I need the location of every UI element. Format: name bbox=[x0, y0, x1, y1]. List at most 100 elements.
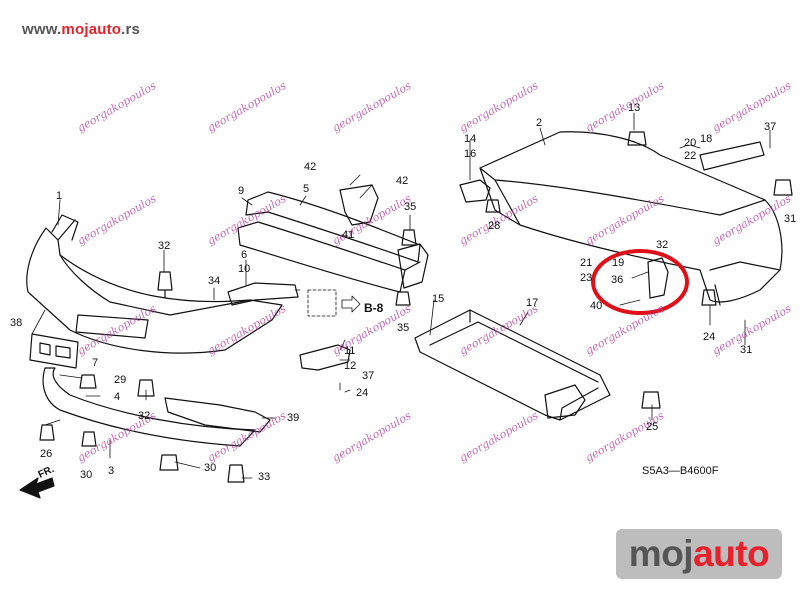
front-bumper-cover bbox=[26, 227, 283, 354]
watermark-23: georgakopoulos bbox=[583, 409, 667, 465]
site-url-suffix: .rs bbox=[121, 21, 141, 38]
logo-part-moj: moj bbox=[628, 533, 694, 574]
front-side-bracket-left bbox=[227, 282, 299, 306]
callout-34: 34 bbox=[208, 275, 220, 287]
callout-37: 37 bbox=[362, 370, 374, 382]
fastener-clip-33 bbox=[227, 464, 245, 483]
rear-retainer-strip bbox=[699, 141, 765, 171]
callout-32c: 32 bbox=[656, 239, 668, 251]
rear-side-bracket bbox=[459, 179, 491, 203]
watermark-20: georgakopoulos bbox=[205, 409, 289, 465]
front-bumper-upper-edge bbox=[57, 219, 251, 303]
lower-spoiler-bracket bbox=[164, 397, 271, 433]
callout-30b: 30 bbox=[204, 462, 216, 474]
callout-6: 6 bbox=[241, 249, 247, 261]
callout-36: 36 bbox=[611, 274, 623, 286]
callout-13: 13 bbox=[628, 102, 640, 114]
callout-38: 38 bbox=[10, 317, 22, 329]
fastener-clip-26 bbox=[39, 424, 55, 441]
fastener-clip-30b bbox=[81, 431, 97, 447]
logo-part-auto: auto bbox=[693, 533, 770, 574]
callout-9: 9 bbox=[238, 185, 244, 197]
callout-37b: 37 bbox=[764, 121, 776, 133]
callout-29: 29 bbox=[114, 374, 126, 386]
ref-label-b8: B-8 bbox=[364, 301, 384, 315]
callout-5: 5 bbox=[303, 183, 309, 195]
callout-21: 21 bbox=[580, 257, 592, 269]
callout-1: 1 bbox=[56, 190, 62, 202]
watermark-2: georgakopoulos bbox=[205, 79, 289, 135]
callout-19: 19 bbox=[612, 257, 624, 269]
callout-26: 26 bbox=[40, 448, 52, 460]
callout-42b: 42 bbox=[396, 175, 408, 187]
callout-18: 18 bbox=[700, 133, 712, 145]
ref-dashed-box bbox=[307, 289, 337, 317]
rear-bumper-beam bbox=[414, 309, 611, 421]
front-lower-spoiler bbox=[42, 367, 256, 447]
ref-arrow bbox=[341, 295, 361, 313]
license-plate-bracket bbox=[29, 333, 79, 369]
fastener-clip-29 bbox=[79, 374, 97, 389]
watermark-11: georgakopoulos bbox=[583, 192, 667, 248]
site-url: www.mojauto.rs bbox=[22, 21, 140, 38]
fastener-clip-31 bbox=[773, 179, 793, 196]
front-direction-arrow bbox=[19, 477, 55, 499]
callout-25: 25 bbox=[646, 421, 658, 433]
callout-32: 32 bbox=[158, 240, 170, 252]
callout-12: 12 bbox=[344, 360, 356, 372]
fastener-clip-35 bbox=[401, 229, 417, 246]
fastener-clip-25 bbox=[641, 391, 661, 409]
callout-22: 22 bbox=[684, 150, 696, 162]
highlight-circle bbox=[591, 249, 689, 315]
callout-35b: 35 bbox=[397, 322, 409, 334]
front-bumper-beam-lower bbox=[237, 221, 421, 293]
callout-31: 31 bbox=[784, 213, 796, 225]
callout-28: 28 bbox=[488, 220, 500, 232]
fastener-clip-28 bbox=[485, 199, 501, 213]
fastener-clip-13 bbox=[627, 131, 647, 146]
watermark-3: georgakopoulos bbox=[330, 79, 414, 135]
callout-31b: 31 bbox=[740, 344, 752, 356]
watermark-14: georgakopoulos bbox=[205, 302, 289, 358]
direction-label: FR. bbox=[37, 464, 56, 481]
callout-23: 23 bbox=[580, 272, 592, 284]
callout-42: 42 bbox=[304, 161, 316, 173]
rear-beam-end-block bbox=[544, 384, 586, 419]
callout-20: 20 bbox=[684, 137, 696, 149]
watermark-4: georgakopoulos bbox=[457, 79, 541, 135]
rear-bumper-top-edge bbox=[479, 167, 766, 226]
rear-side-spacer bbox=[647, 257, 669, 299]
fastener-clip-32 bbox=[157, 271, 173, 299]
callout-11: 11 bbox=[344, 345, 355, 357]
callout-15: 15 bbox=[432, 293, 444, 305]
watermark-1: georgakopoulos bbox=[75, 79, 159, 135]
callout-33: 33 bbox=[258, 471, 270, 483]
rear-bumper-side bbox=[709, 261, 781, 306]
watermark-5: georgakopoulos bbox=[583, 79, 667, 135]
callout-10: 10 bbox=[238, 263, 250, 275]
site-url-brand: mojauto bbox=[61, 21, 122, 38]
rear-bumper-cover bbox=[479, 131, 783, 303]
callout-40: 40 bbox=[590, 300, 602, 312]
site-url-prefix: www. bbox=[22, 21, 62, 38]
fastener-clip-30 bbox=[159, 454, 179, 471]
fastener-clip-32b bbox=[137, 379, 155, 397]
callout-24: 24 bbox=[356, 387, 368, 399]
callout-3: 3 bbox=[108, 465, 114, 477]
watermark-8: georgakopoulos bbox=[205, 192, 289, 248]
callout-30: 30 bbox=[80, 469, 92, 481]
callout-2: 2 bbox=[536, 117, 542, 129]
watermark-7: georgakopoulos bbox=[75, 192, 159, 248]
front-bumper-mounting-tab bbox=[51, 214, 79, 241]
callout-35: 35 bbox=[404, 201, 416, 213]
callout-14: 14 bbox=[464, 133, 476, 145]
callout-17: 17 bbox=[526, 297, 538, 309]
watermark-21: georgakopoulos bbox=[330, 409, 414, 465]
callout-16: 16 bbox=[464, 148, 476, 160]
leader-lines bbox=[31, 112, 771, 479]
front-bumper-beam bbox=[245, 191, 421, 263]
fastener-clip-35b bbox=[395, 291, 411, 306]
watermark-6: georgakopoulos bbox=[710, 79, 794, 135]
callout-4: 4 bbox=[114, 391, 120, 403]
